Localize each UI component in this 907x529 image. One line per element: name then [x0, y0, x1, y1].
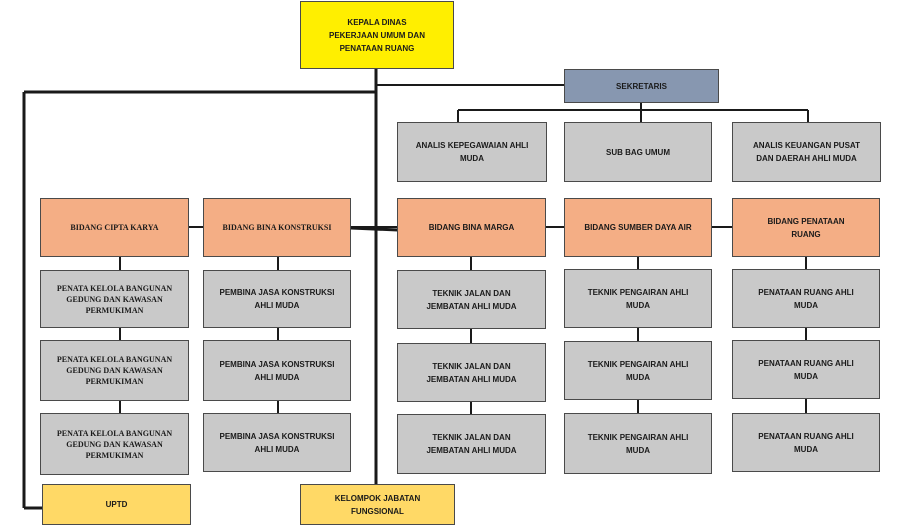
- kepala-dinas-box: KEPALA DINAS PEKERJAAN UMUM DAN PENATAAN…: [300, 1, 454, 69]
- staff-box: PENATA KELOLA BANGUNAN GEDUNG DAN KAWASA…: [40, 340, 189, 401]
- staff-box: TEKNIK PENGAIRAN AHLI MUDA: [564, 269, 712, 328]
- connector: [350, 226, 399, 232]
- uptd-box: UPTD: [42, 484, 191, 525]
- staff-box: TEKNIK JALAN DAN JEMBATAN AHLI MUDA: [397, 414, 546, 474]
- staff-box: PENATAAN RUANG AHLI MUDA: [732, 269, 880, 328]
- staff-box: PENATAAN RUANG AHLI MUDA: [732, 413, 880, 472]
- staff-box: PEMBINA JASA KONSTRUKSI AHLI MUDA: [203, 340, 351, 401]
- staff-box: PENATA KELOLA BANGUNAN GEDUNG DAN KAWASA…: [40, 270, 189, 328]
- bidang-sumber-daya-air-box: BIDANG SUMBER DAYA AIR: [564, 198, 712, 257]
- bidang-penataan-ruang-box: BIDANG PENATAAN RUANG: [732, 198, 880, 257]
- analis-keuangan-box: ANALIS KEUANGAN PUSAT DAN DAERAH AHLI MU…: [732, 122, 881, 182]
- sekretaris-box: SEKRETARIS: [564, 69, 719, 103]
- staff-box: PEMBINA JASA KONSTRUKSI AHLI MUDA: [203, 270, 351, 328]
- staff-box: TEKNIK PENGAIRAN AHLI MUDA: [564, 341, 712, 400]
- analis-kepegawaian-box: ANALIS KEPEGAWAIAN AHLI MUDA: [397, 122, 547, 182]
- staff-box: TEKNIK JALAN DAN JEMBATAN AHLI MUDA: [397, 270, 546, 329]
- staff-box: TEKNIK PENGAIRAN AHLI MUDA: [564, 413, 712, 474]
- bidang-bina-konstruksi-box: BIDANG BINA KONSTRUKSI: [203, 198, 351, 257]
- bidang-bina-marga-box: BIDANG BINA MARGA: [397, 198, 546, 257]
- kelompok-jabatan-fungsional-box: KELOMPOK JABATAN FUNGSIONAL: [300, 484, 455, 525]
- bidang-cipta-karya-box: BIDANG CIPTA KARYA: [40, 198, 189, 257]
- staff-box: PEMBINA JASA KONSTRUKSI AHLI MUDA: [203, 413, 351, 472]
- staff-box: TEKNIK JALAN DAN JEMBATAN AHLI MUDA: [397, 343, 546, 402]
- staff-box: PENATA KELOLA BANGUNAN GEDUNG DAN KAWASA…: [40, 413, 189, 475]
- sub-bag-umum-box: SUB BAG UMUM: [564, 122, 712, 182]
- staff-box: PENATAAN RUANG AHLI MUDA: [732, 340, 880, 399]
